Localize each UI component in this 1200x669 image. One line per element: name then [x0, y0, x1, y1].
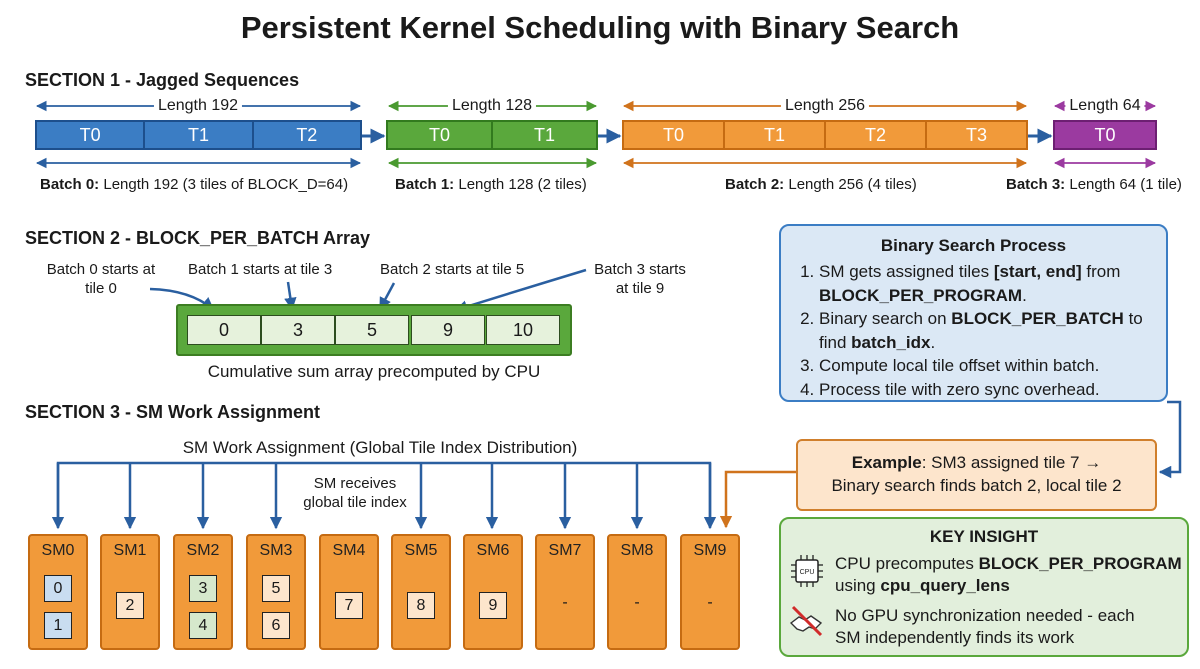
batch3-caption: Batch 3: Length 64 (1 tile) [1006, 176, 1182, 193]
sm-label: SM5 [404, 542, 438, 559]
empty-tile: - [562, 594, 568, 611]
example-box: Example: SM3 assigned tile 7 → Binary se… [796, 439, 1157, 511]
step-item: Process tile with zero sync overhead. [819, 378, 1169, 402]
tile-index: 6 [262, 612, 290, 639]
binary-search-panel: Binary Search Process SM gets assigned t… [779, 224, 1168, 402]
sm-label: SM1 [113, 542, 147, 559]
sm-label: SM9 [693, 542, 727, 559]
tile-block: T3 [965, 124, 987, 145]
empty-tile: - [707, 594, 713, 611]
insight-line-nosync: No GPU synchronization needed - each SM … [835, 606, 1135, 647]
length-label-batch2: Length 256 [780, 97, 870, 115]
distribution-label: SM Work Assignment (Global Tile Index Di… [182, 438, 578, 457]
section3-heading: SECTION 3 - SM Work Assignment [25, 402, 321, 422]
tile-index: 1 [44, 612, 72, 639]
tile-index: 9 [479, 592, 507, 619]
sm-block-sm7: SM7 - [535, 534, 595, 650]
cpu-chip-icon: CPU [791, 555, 823, 587]
page-title: Persistent Kernel Scheduling with Binary… [240, 10, 960, 45]
sm-label: SM3 [259, 542, 293, 559]
sm-block-sm6: SM6 9 [463, 534, 523, 650]
tile-index: 4 [189, 612, 217, 639]
batch0-start-note: Batch 0 starts at tile 0 [46, 261, 156, 297]
binary-search-title: Binary Search Process [880, 236, 1067, 255]
sm-block-sm5: SM5 8 [391, 534, 451, 650]
binary-search-steps: SM gets assigned tiles [start, end] from… [791, 260, 1169, 401]
tile-index: 2 [116, 592, 144, 619]
batch3-start-note: Batch 3 starts at tile 9 [594, 261, 686, 297]
empty-tile: - [634, 594, 640, 611]
bsp-to-example-arrow [1158, 400, 1182, 479]
sm-block-sm9: SM9 - [680, 534, 740, 650]
batch1-start-note: Batch 1 starts at tile 3 [188, 261, 333, 278]
svg-text:CPU: CPU [800, 569, 815, 576]
batch2-start-note: Batch 2 starts at tile 5 [380, 261, 525, 278]
tile-block: T0 [37, 122, 146, 148]
batch2-caption: Batch 2: Length 256 (4 tiles) [725, 176, 917, 193]
sm-label: SM4 [332, 542, 366, 559]
tile-index: 3 [189, 575, 217, 602]
tile-block: T0 [624, 122, 725, 148]
section2-heading: SECTION 2 - BLOCK_PER_BATCH Array [25, 228, 371, 248]
step-item: SM gets assigned tiles [start, end] from… [819, 260, 1169, 307]
array-cell: 9 [411, 315, 485, 345]
length-label-batch3: Length 64 [1065, 97, 1145, 115]
array-cell: 5 [335, 315, 409, 345]
array-caption: Cumulative sum array precomputed by CPU [207, 362, 541, 381]
sm-label: SM6 [476, 542, 510, 559]
example-text: Example: SM3 assigned tile 7 → Binary se… [831, 453, 1122, 495]
batch1-caption: Batch 1: Length 128 (2 tiles) [395, 176, 587, 193]
insight-line-cpu: CPU precomputes BLOCK_PER_PROGRAM using … [835, 554, 1182, 595]
tile-index: 0 [44, 575, 72, 602]
section1-heading: SECTION 1 - Jagged Sequences [25, 70, 300, 90]
tile-block: T1 [533, 124, 555, 145]
sm-label: SM7 [548, 542, 582, 559]
sm-block-sm2: SM2 3 4 [173, 534, 233, 650]
batch0-caption: Batch 0: Length 192 (3 tiles of BLOCK_D=… [40, 176, 349, 193]
array-cell: 10 [486, 315, 560, 345]
tile-block: T1 [145, 122, 254, 148]
sm-block-sm4: SM4 7 [319, 534, 379, 650]
receives-note: SM receives global tile index [293, 474, 417, 512]
sm-label: SM0 [41, 542, 75, 559]
sm-block-sm1: SM1 2 [100, 534, 160, 650]
key-insight-panel: KEY INSIGHT CPU CPU precomputes BLOCK_PE… [779, 517, 1189, 657]
length-label-batch0: Length 192 [153, 97, 243, 115]
batch3-bar: T0 [1053, 120, 1157, 150]
sm-block-sm0: SM0 0 1 [28, 534, 88, 650]
key-insight-title: KEY INSIGHT [929, 527, 1039, 546]
tile-index: 5 [262, 575, 290, 602]
tile-block: T1 [725, 122, 826, 148]
batch1-bar: T0 T1 [386, 120, 598, 150]
array-cell: 0 [187, 315, 261, 345]
tile-block: T0 [1094, 124, 1116, 145]
step-item: Binary search on BLOCK_PER_BATCH to find… [819, 307, 1169, 354]
length-label-batch1: Length 128 [447, 97, 537, 115]
step-item: Compute local tile offset within batch. [819, 354, 1169, 378]
sm-block-sm8: SM8 - [607, 534, 667, 650]
sm-label: SM8 [620, 542, 654, 559]
tile-block: T2 [826, 122, 927, 148]
tile-block: T0 [388, 122, 493, 148]
tile-index: 8 [407, 592, 435, 619]
example-to-sm9-arrow [719, 470, 796, 529]
batch2-bar: T0 T1 T2 T3 [622, 120, 1028, 150]
sm-block-sm3: SM3 5 6 [246, 534, 306, 650]
sm-label: SM2 [186, 542, 220, 559]
no-sync-handshake-icon [789, 605, 823, 637]
batch0-bar: T0 T1 T2 [35, 120, 362, 150]
array-cell: 3 [261, 315, 335, 345]
tile-index: 7 [335, 592, 363, 619]
tile-block: T2 [296, 124, 318, 145]
